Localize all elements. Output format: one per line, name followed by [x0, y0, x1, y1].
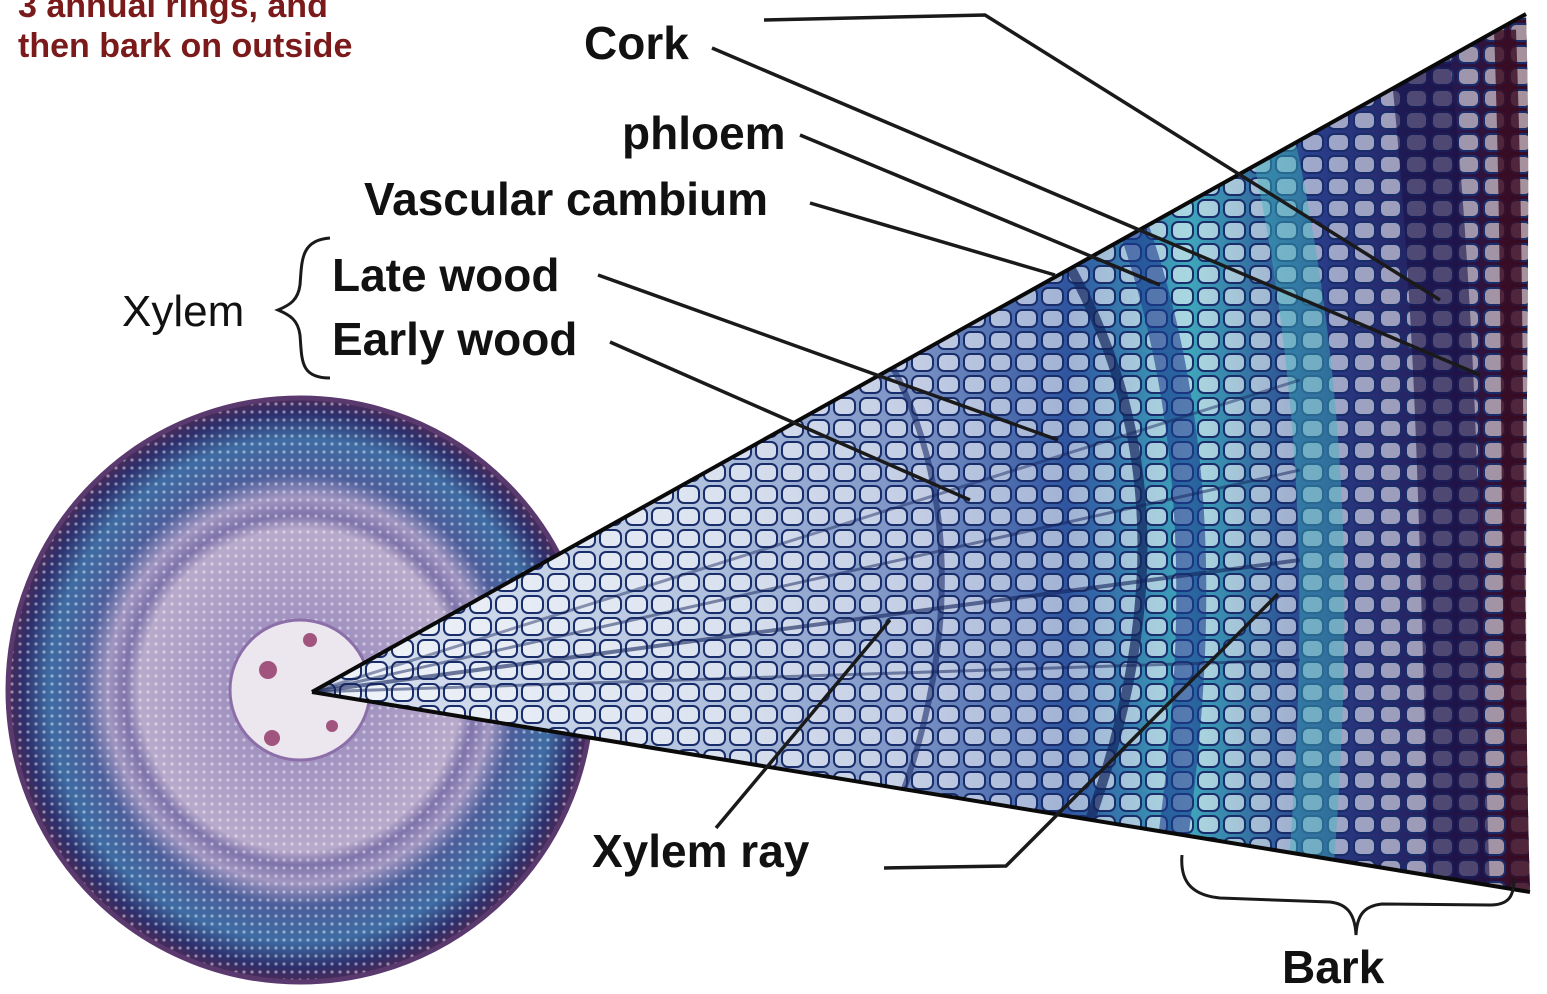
- label-phloem: phloem: [622, 110, 786, 156]
- xylem-brace: [278, 238, 330, 378]
- label-xylem: Xylem: [122, 290, 244, 334]
- phloem-leader: [800, 135, 1160, 285]
- label-cork: Cork: [584, 20, 689, 66]
- annotation-note: 3 annual rings, and then bark on outside: [18, 0, 352, 66]
- vascular-cambium-leader: [810, 203, 1055, 275]
- label-xylem-ray: Xylem ray: [592, 828, 809, 874]
- label-late-wood: Late wood: [332, 252, 559, 298]
- label-vascular-cambium: Vascular cambium: [364, 176, 768, 222]
- annotation-note-line-1: 3 annual rings, and: [18, 0, 352, 26]
- annotation-note-line-2: then bark on outside: [18, 26, 352, 66]
- label-early-wood: Early wood: [332, 316, 577, 362]
- label-bark: Bark: [1282, 944, 1384, 990]
